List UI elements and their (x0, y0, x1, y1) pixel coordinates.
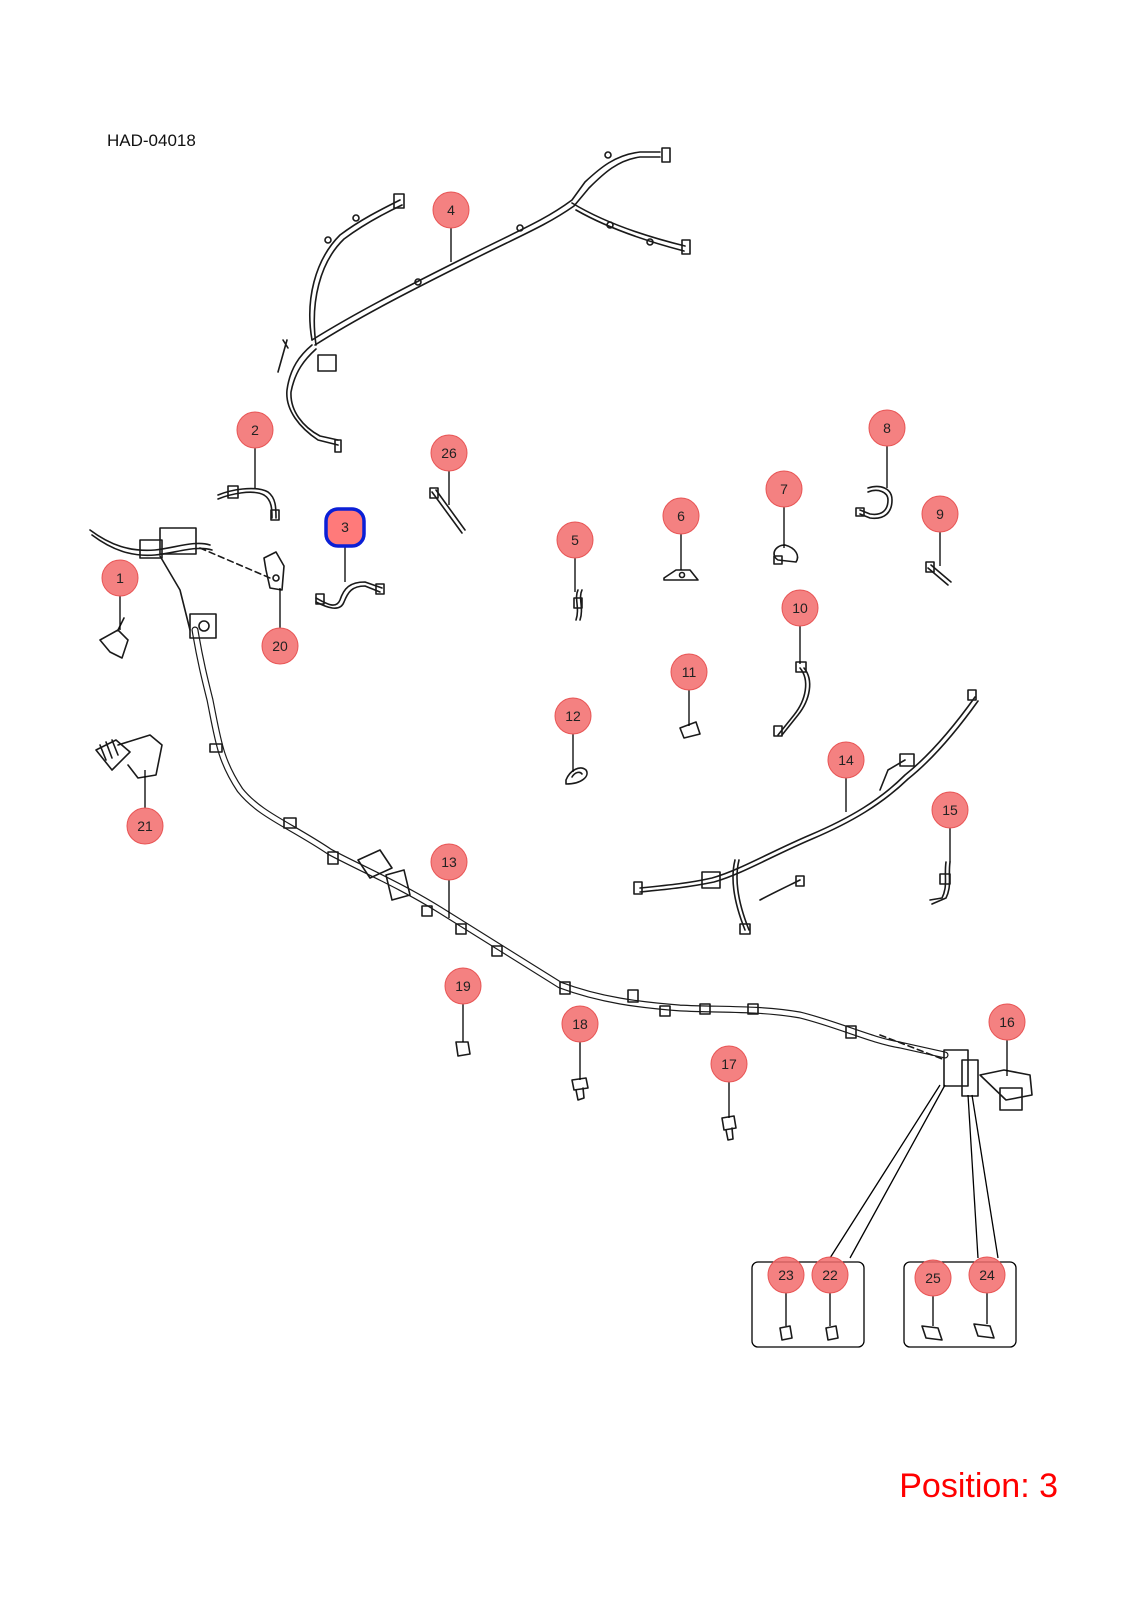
callout-8[interactable]: 8 (868, 409, 906, 447)
diagram-code: HAD-04018 (107, 131, 196, 150)
callout-label: 26 (441, 445, 457, 461)
callout-label: 20 (272, 638, 288, 654)
leader-lines (119, 228, 1008, 1326)
part-5-lead (573, 589, 583, 621)
callout-label: 12 (565, 708, 581, 724)
part-20-bracket (263, 551, 285, 591)
callout-23[interactable]: 23 (767, 1256, 805, 1294)
callout-3-selected[interactable]: 3 (324, 507, 366, 548)
callout-label: 14 (838, 752, 854, 768)
callout-22[interactable]: 22 (811, 1256, 849, 1294)
part-4-upper-harness (277, 147, 691, 453)
callout-label: 17 (721, 1056, 737, 1072)
part-11-clip (679, 721, 701, 739)
callout-17[interactable]: 17 (710, 1045, 748, 1083)
callout-13[interactable]: 13 (430, 843, 468, 881)
part-10-lead (773, 661, 811, 737)
callout-2[interactable]: 2 (236, 411, 274, 449)
part-18-bolt (571, 1077, 589, 1101)
callout-26[interactable]: 26 (430, 434, 468, 472)
part-7-lead (773, 544, 799, 565)
callout-label: 3 (341, 519, 349, 535)
callout-7[interactable]: 7 (765, 470, 803, 508)
callout-20[interactable]: 20 (261, 627, 299, 665)
part-2-harness-lead (217, 485, 280, 521)
part-13-main-harness (89, 527, 1033, 1111)
callout-16[interactable]: 16 (988, 1003, 1026, 1041)
callout-label: 15 (942, 802, 958, 818)
callout-label: 18 (572, 1016, 588, 1032)
callout-19[interactable]: 19 (444, 967, 482, 1005)
part-12-grommet (565, 767, 588, 785)
callout-6[interactable]: 6 (662, 497, 700, 535)
callout-label: 5 (571, 532, 579, 548)
callout-label: 10 (792, 600, 808, 616)
callout-label: 21 (137, 818, 153, 834)
part-26-lead (429, 487, 466, 534)
detail-box-24-25 (903, 1261, 1017, 1348)
position-indicator: Position: 3 (899, 1467, 1058, 1505)
callout-label: 16 (999, 1014, 1015, 1030)
part-3-lead (315, 581, 385, 609)
part-19-nut (455, 1041, 471, 1057)
callout-14[interactable]: 14 (827, 741, 865, 779)
callout-label: 1 (116, 570, 124, 586)
callout-18[interactable]: 18 (561, 1005, 599, 1043)
callout-1[interactable]: 1 (101, 559, 139, 597)
callout-5[interactable]: 5 (556, 521, 594, 559)
callout-label: 7 (780, 481, 788, 497)
callout-21[interactable]: 21 (126, 807, 164, 845)
callout-15[interactable]: 15 (931, 791, 969, 829)
part-21-connector-bracket (95, 734, 163, 779)
callout-label: 23 (778, 1267, 794, 1283)
callout-label: 19 (455, 978, 471, 994)
callout-label: 22 (822, 1267, 838, 1283)
detail-box-22-23 (751, 1261, 865, 1348)
part-14-harness (633, 689, 979, 935)
callout-label: 8 (883, 420, 891, 436)
part-9-lead (925, 561, 952, 586)
callout-11[interactable]: 11 (670, 653, 708, 691)
part-6-bracket (663, 569, 699, 581)
callout-label: 11 (682, 664, 697, 680)
part-15-lead (929, 861, 951, 905)
callout-9[interactable]: 9 (921, 495, 959, 533)
callout-label: 4 (447, 202, 455, 218)
callout-4[interactable]: 4 (432, 191, 470, 229)
part-17-bolt (721, 1115, 737, 1141)
callout-12[interactable]: 12 (554, 697, 592, 735)
callout-24[interactable]: 24 (968, 1256, 1006, 1294)
callout-label: 25 (925, 1270, 941, 1286)
callout-label: 2 (251, 422, 259, 438)
callout-label: 13 (441, 854, 457, 870)
callout-25[interactable]: 25 (914, 1259, 952, 1297)
callout-label: 24 (979, 1267, 995, 1283)
callout-label: 6 (677, 508, 685, 524)
callout-label: 9 (936, 506, 944, 522)
part-1-bracket (99, 617, 129, 659)
callout-10[interactable]: 10 (781, 589, 819, 627)
part-8-lead (855, 485, 893, 520)
